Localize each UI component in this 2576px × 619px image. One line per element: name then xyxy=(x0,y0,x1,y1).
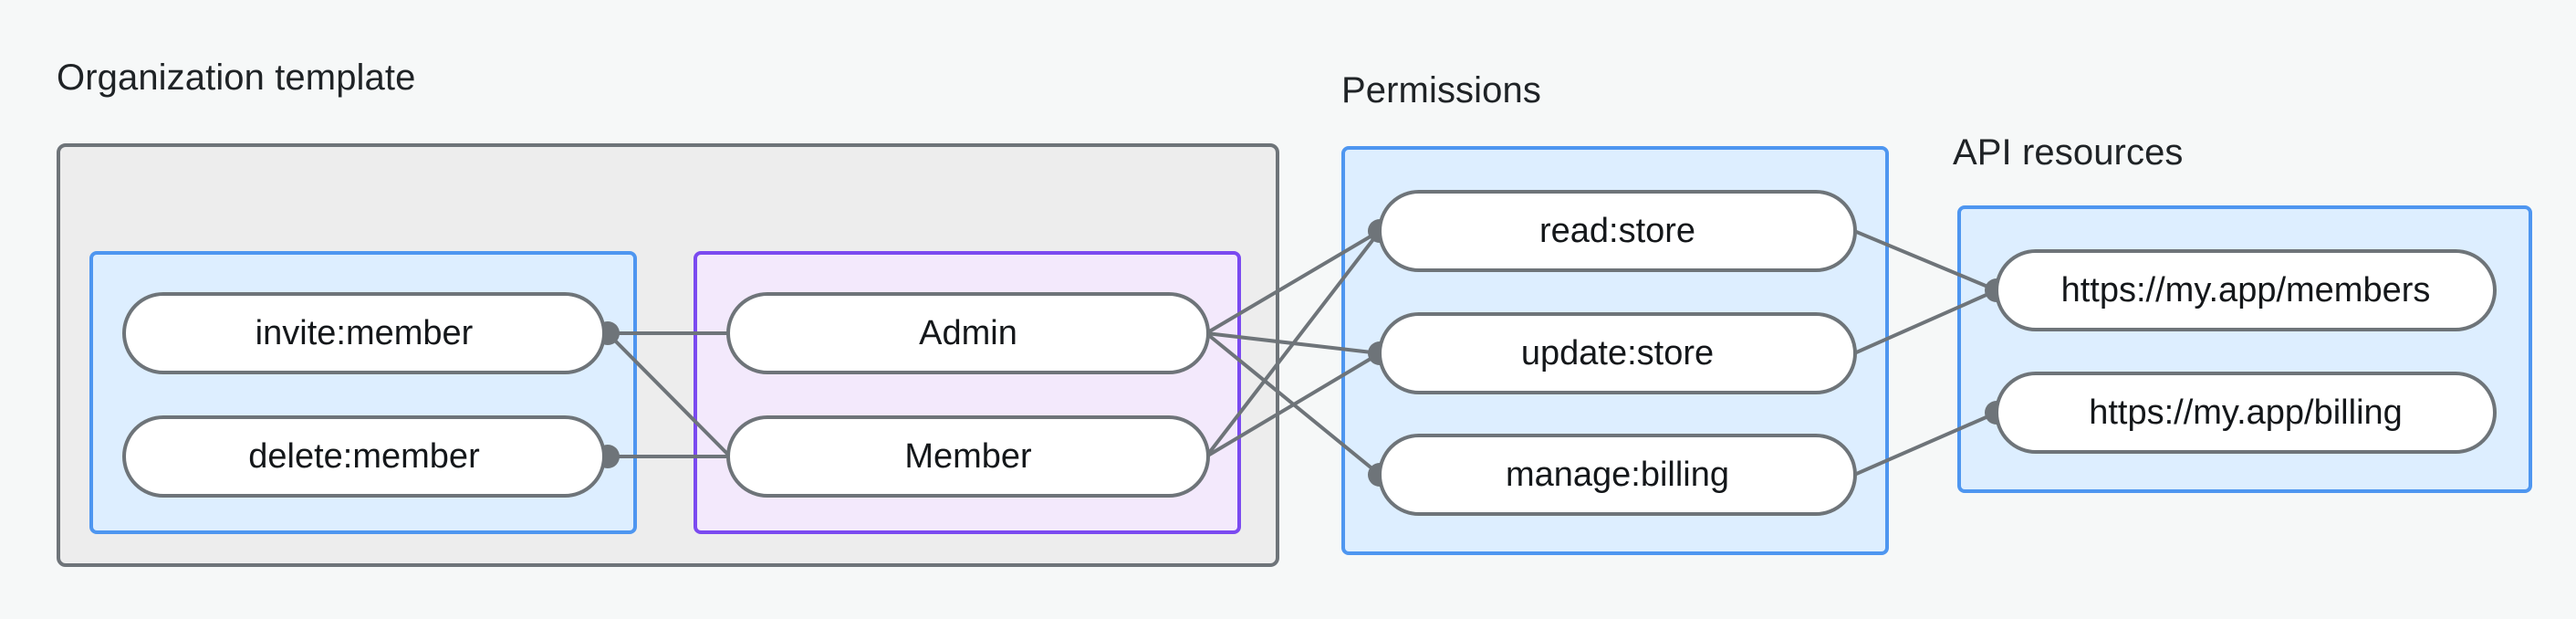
node-invite-member[interactable]: invite:member xyxy=(122,292,606,374)
node-update-store[interactable]: update:store xyxy=(1378,312,1857,394)
node-manage-billing[interactable]: manage:billing xyxy=(1378,434,1857,516)
node-billing-url[interactable]: https://my.app/billing xyxy=(1995,372,2497,454)
group-caption-organization-template: Organization template xyxy=(57,58,416,98)
node-admin[interactable]: Admin xyxy=(726,292,1210,374)
group-caption-permissions: Permissions xyxy=(1341,70,1541,110)
node-delete-member[interactable]: delete:member xyxy=(122,415,606,498)
node-members-url[interactable]: https://my.app/members xyxy=(1995,249,2497,331)
group-caption-api-resources: API resources xyxy=(1953,132,2184,173)
node-read-store[interactable]: read:store xyxy=(1378,190,1857,272)
node-member[interactable]: Member xyxy=(726,415,1210,498)
